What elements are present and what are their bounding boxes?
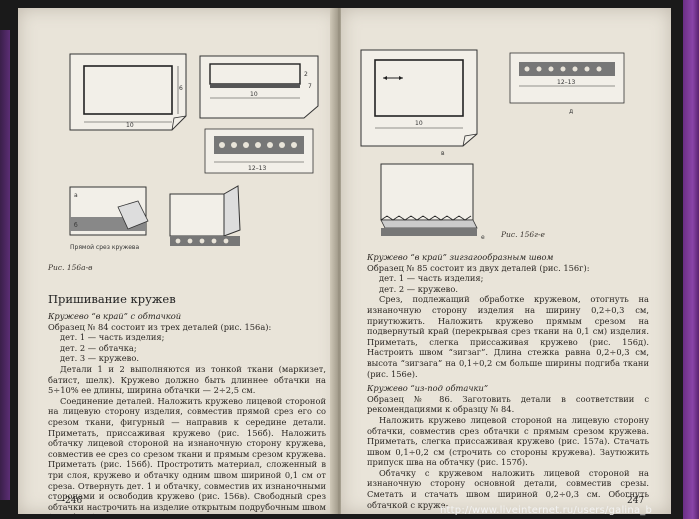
paragraph: дет. 1 — часть изделия; [60,332,165,343]
paragraph: дет. 3 — кружево. [60,353,139,364]
fig-letter-v: в [441,150,445,157]
figure-156g: а б [68,183,154,247]
figure-156d-right: 12–13 [509,52,625,104]
figure-caption-right: Рис. 156г-е [501,230,545,239]
fig-d-dim: 12–13 [248,165,266,172]
figure-156d-lace: 12–13 [204,128,314,174]
cover-edge-left [0,30,10,500]
fig-a-dim-height: 6 [179,85,183,92]
paragraph: Образец № 86. Заготовить детали в соотве… [367,393,649,415]
paragraph: Срез, подлежащий обработке кружевом, ото… [367,294,649,379]
left-page: 10 6 10 2 7 12–13 [18,8,338,514]
fig-right-dim: 10 [415,120,423,127]
fig-b-dim-2: 2 [304,71,308,78]
figure-156e [377,162,481,244]
fig-b-dim-width: 10 [250,91,258,98]
section-heading: Пришивание кружев [48,292,176,306]
paragraph: Детали 1 и 2 выполняются из тонкой ткани… [48,363,326,396]
paragraph: Обтачку с кружевом наложить лицевой стор… [367,467,649,510]
paragraph: Соединение деталей. Наложить кружево лиц… [48,395,326,514]
fig-letter-e: е [481,234,485,241]
right-page: 10 в 12–13 д е Рис. 156г-е Кружево “в кр… [341,8,671,514]
figure-156a: 10 6 [68,52,188,132]
paragraph: дет. 2 — кружево. [379,283,458,294]
fig-b-dim-7: 7 [308,83,312,90]
figure-caption: Рис. 156а-в [48,263,93,272]
page-number-right: 247 [627,496,645,506]
fig-letter-d: д [569,108,574,115]
fig-g-letter-b: б [74,222,78,229]
subheading: Кружево “в край” с обтачкой [48,311,182,321]
paragraph: дет. 2 — обтачка; [60,342,137,353]
fig-d-right-dim: 12–13 [557,79,575,86]
figure-156v [164,180,248,258]
paragraph: Образец № 85 состоит из двух деталей (ри… [367,262,590,273]
paragraph: дет. 1 — часть изделия; [379,273,484,284]
paragraph: Образец № 84 состоит из трех деталей (ри… [48,321,272,332]
figure-156b: 10 2 7 [198,54,320,120]
cover-edge-right [683,0,699,519]
subheading: Кружево “в край” зигзагообразным швом [367,252,554,262]
page-number-left: —246 [56,496,83,506]
figure-156g-right: 10 [359,48,479,148]
fig-g-label: Прямой срез кружева [70,244,140,251]
right-text: Кружево “в край” зигзагообразным швом Об… [367,252,649,510]
paragraph: Наложить кружево лицевой стороной на лиц… [367,414,649,468]
watermark-url: http://www.liveinternet.ru/users/galina_… [440,505,653,516]
left-text: Кружево “в край” с обтачкой Образец № 84… [48,311,326,514]
subheading-2: Кружево “из-под обтачки” [367,383,489,394]
fig-g-letter-a: а [74,192,78,199]
fig-a-dim-width: 10 [126,122,134,129]
